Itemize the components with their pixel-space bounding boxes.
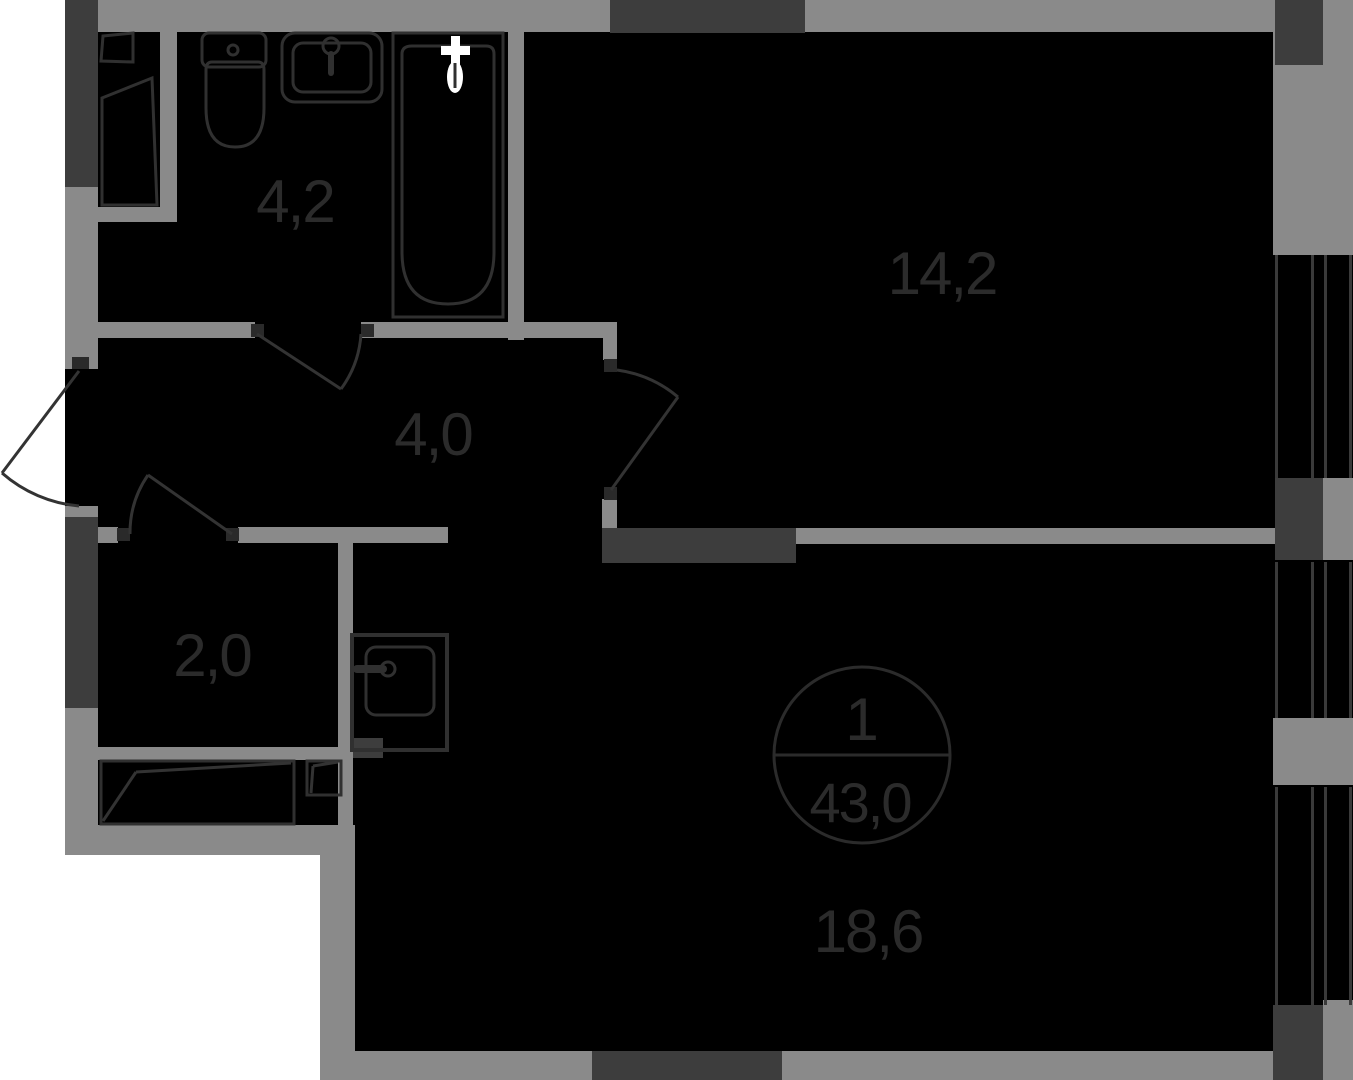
wall-right-sep1-edge	[1323, 478, 1353, 560]
pier-bedroom-bottom	[602, 528, 796, 563]
jamb-entrance-top	[72, 357, 89, 369]
windows	[1275, 255, 1352, 1005]
pier-bottom-right	[1273, 1005, 1323, 1080]
jamb-bathroom-left	[251, 324, 264, 337]
wall-hall-top-left	[98, 322, 255, 338]
bathroom-fixtures	[200, 31, 505, 319]
accent-piers	[65, 0, 1323, 1080]
jamb-bedroom-bottom	[604, 487, 617, 500]
pier-top-middle	[610, 0, 805, 33]
wall-bedroom-bottom	[796, 528, 1275, 544]
door-swing-icon	[609, 368, 680, 491]
toilet-icon	[200, 31, 268, 149]
interior-walls	[68, 32, 1275, 825]
wall-niche-bottom	[98, 207, 177, 222]
badge-rooms-count: 1	[845, 686, 878, 753]
pier-top-right	[1275, 0, 1323, 65]
wall-bathroom-right	[508, 32, 524, 340]
wall-bedroom-door-top-stub	[603, 322, 617, 360]
wall-niche-vertical	[160, 32, 177, 222]
wall-storage-top-right	[238, 527, 448, 543]
door-swing-icon	[128, 473, 233, 536]
storage-area-label: 2,0	[173, 622, 251, 689]
wall-right-bottom-edge	[1323, 1000, 1353, 1080]
door-swing-icon	[0, 370, 81, 508]
bathtub-icon	[391, 31, 505, 319]
wall-hall-top-right	[361, 322, 603, 338]
window-icon	[1275, 255, 1352, 478]
pier-left-middle	[65, 517, 98, 708]
door-swing-icon	[256, 332, 363, 391]
wall-right-mid-pier	[1273, 718, 1353, 785]
window-icon	[1275, 562, 1352, 718]
wall-entrance-bottom-cap	[68, 506, 87, 517]
room-labels: 4,2 14,2 4,0 2,0 18,6	[173, 168, 998, 965]
jamb-bedroom-top	[604, 359, 617, 372]
bedroom-area-label: 14,2	[888, 240, 997, 307]
wall-bottom	[320, 1051, 1353, 1080]
sink-icon	[280, 31, 384, 104]
window-icon	[1275, 787, 1352, 1005]
badge-total-area: 43,0	[810, 771, 911, 834]
apartment-badge: 1 43,0	[772, 665, 952, 845]
doors	[0, 332, 680, 536]
wall-storage-top-left	[98, 527, 118, 543]
jamb-bathroom-right	[361, 324, 374, 337]
wall-bottomleft-band	[65, 825, 355, 855]
pier-bottom-wall	[592, 1051, 782, 1080]
wall-storage-bottom	[97, 747, 341, 760]
door-jambs	[72, 324, 617, 541]
closet-icon	[99, 759, 343, 826]
pier-window-sep1	[1275, 478, 1323, 560]
washing-machine-icon	[350, 633, 449, 752]
hallway-area-label: 4,0	[394, 401, 472, 468]
jamb-storage-left	[117, 528, 130, 541]
wall-bedroom-door-bottom-stub	[602, 499, 617, 528]
wall-storage-right	[338, 543, 353, 825]
living-room-area-label: 18,6	[814, 898, 923, 965]
wardrobe-icon	[99, 31, 159, 207]
bathroom-area-label: 4,2	[256, 168, 333, 235]
wall-living-left-column	[320, 855, 355, 1080]
pier-left-top	[65, 0, 98, 187]
